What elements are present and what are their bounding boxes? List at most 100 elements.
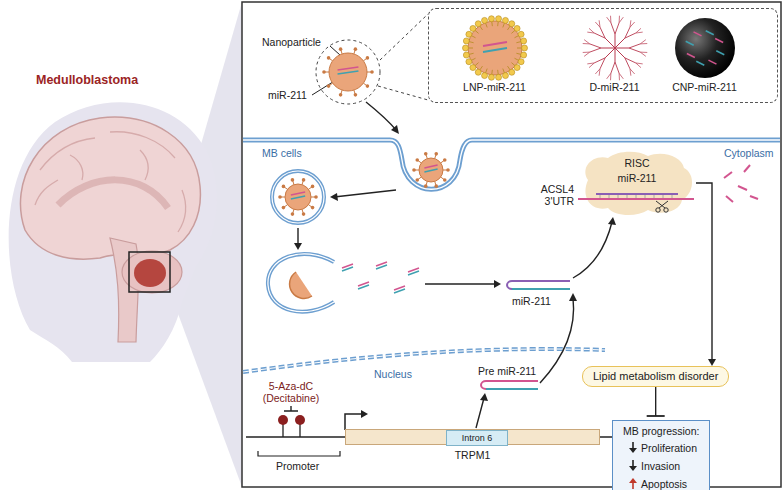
lipid-head — [496, 74, 502, 80]
rna-fragment — [358, 285, 369, 289]
particle-ligand — [434, 152, 438, 156]
tumor — [134, 259, 166, 287]
cnp-rna — [706, 31, 714, 35]
lipid-head — [514, 25, 520, 31]
methylation — [278, 415, 305, 437]
outcome-box: Lipid metabolism disorder — [582, 366, 729, 387]
dendrimer-branch — [640, 52, 646, 56]
callout-line — [380, 14, 428, 60]
increase-arrow — [629, 478, 637, 489]
effect-text: Proliferation — [641, 442, 697, 454]
dendrimer-branch — [611, 23, 615, 34]
part-label: Nanoparticle — [262, 36, 321, 49]
lipid-head — [514, 65, 520, 71]
cnp-rna — [696, 61, 704, 65]
scissors — [656, 201, 668, 208]
part-label: miR-211 — [512, 295, 551, 308]
particle-ligand — [415, 178, 419, 182]
particle-ligand — [282, 206, 286, 210]
particle-ligand — [354, 93, 358, 97]
dendrimer-branch — [615, 62, 619, 73]
effect-row: Invasion — [623, 456, 699, 474]
mrna-fragment — [726, 196, 733, 202]
dendrimer-branch — [619, 17, 623, 23]
rna-fragment — [342, 267, 353, 271]
particle-ligand — [302, 178, 306, 182]
dendrimer-branch — [595, 69, 600, 74]
arrow-head — [629, 478, 637, 483]
gene-bar: TRPM1Intron 6 — [345, 429, 600, 445]
dendrimer-branch — [619, 73, 623, 79]
particle-ligand — [424, 184, 428, 188]
dendrimer-branch — [629, 44, 640, 48]
nanoparticle-types-box: LNP-miR-211D-miR-211CNP-miR-211 — [428, 8, 778, 103]
lnp-rna — [483, 42, 507, 46]
complex-name: RISC — [578, 157, 696, 170]
dendrimer-branch — [589, 28, 594, 33]
part-label: Pre miR-211 — [478, 365, 536, 378]
decrease-arrow — [629, 460, 637, 471]
region-label: Cytoplasm — [724, 147, 774, 160]
inhibition-bar — [284, 406, 298, 411]
particle-core — [419, 158, 443, 182]
dendrimer-branch — [584, 52, 590, 56]
leader-line — [330, 46, 340, 55]
dendrimer-branch — [607, 73, 611, 79]
zoom-panel — [242, 2, 781, 487]
lnp-core — [468, 21, 522, 75]
particle-ligand — [327, 56, 331, 60]
arrow-head — [629, 466, 637, 471]
intron-label: Intron 6 — [447, 431, 507, 445]
particle-rna — [291, 192, 305, 195]
dendrimer-branch — [605, 38, 615, 48]
dendrimer-branch — [611, 62, 615, 73]
flow-arrows — [298, 102, 612, 428]
particle-rna — [338, 71, 359, 74]
effect-box: MB progression: ProliferationInvasionApop… — [612, 420, 710, 490]
corpus-callosum — [58, 180, 168, 208]
dendrimer-branch — [583, 52, 590, 53]
lipid-head — [475, 69, 481, 75]
box-heading: MB progression: — [623, 425, 699, 438]
dendrimer-branch — [605, 48, 615, 58]
dendrimer-branch — [615, 48, 629, 49]
particle-ligand — [366, 84, 370, 88]
particle-label: D-miR-211 — [590, 81, 640, 94]
particle-ligand — [424, 152, 428, 156]
lipid-head — [482, 73, 488, 79]
dendrimer-branch — [615, 23, 619, 34]
dendrimer-branch — [599, 20, 601, 27]
particle-rna — [338, 67, 359, 70]
base-pair — [663, 195, 664, 198]
lipid-head — [509, 21, 515, 27]
cnp-rna — [715, 39, 723, 43]
gene-name: TRPM1 — [346, 449, 599, 462]
title-text: Medulloblastoma — [36, 74, 138, 87]
lipid-head — [502, 73, 508, 79]
arrow-heads — [294, 125, 616, 401]
lipid-head — [475, 21, 481, 27]
particle-label: LNP-miR-211 — [463, 81, 526, 94]
particle-ligand — [302, 212, 306, 216]
particle-ligand — [314, 195, 318, 199]
box-text: Lipid metabolism disorder — [593, 370, 718, 383]
cell-membrane — [243, 140, 780, 189]
lipid-head — [509, 69, 515, 75]
zoom-box — [129, 252, 170, 292]
tss-head — [361, 410, 368, 418]
effect-text: Apoptosis — [641, 478, 687, 490]
region-label: Nucleus — [374, 368, 412, 381]
dendrimer-branch — [590, 44, 601, 48]
mrna-fragment — [738, 186, 747, 190]
dendrimer-branch — [629, 48, 640, 52]
dendrimer-branch — [625, 58, 630, 69]
lipid-head — [463, 52, 469, 58]
base-pair — [636, 195, 637, 198]
particle-ligand — [291, 212, 295, 216]
particle-ligand — [339, 93, 343, 97]
base-pair — [645, 195, 646, 198]
gyri — [35, 132, 185, 232]
particle-ligand — [327, 84, 331, 88]
cnp-rna — [687, 53, 695, 57]
